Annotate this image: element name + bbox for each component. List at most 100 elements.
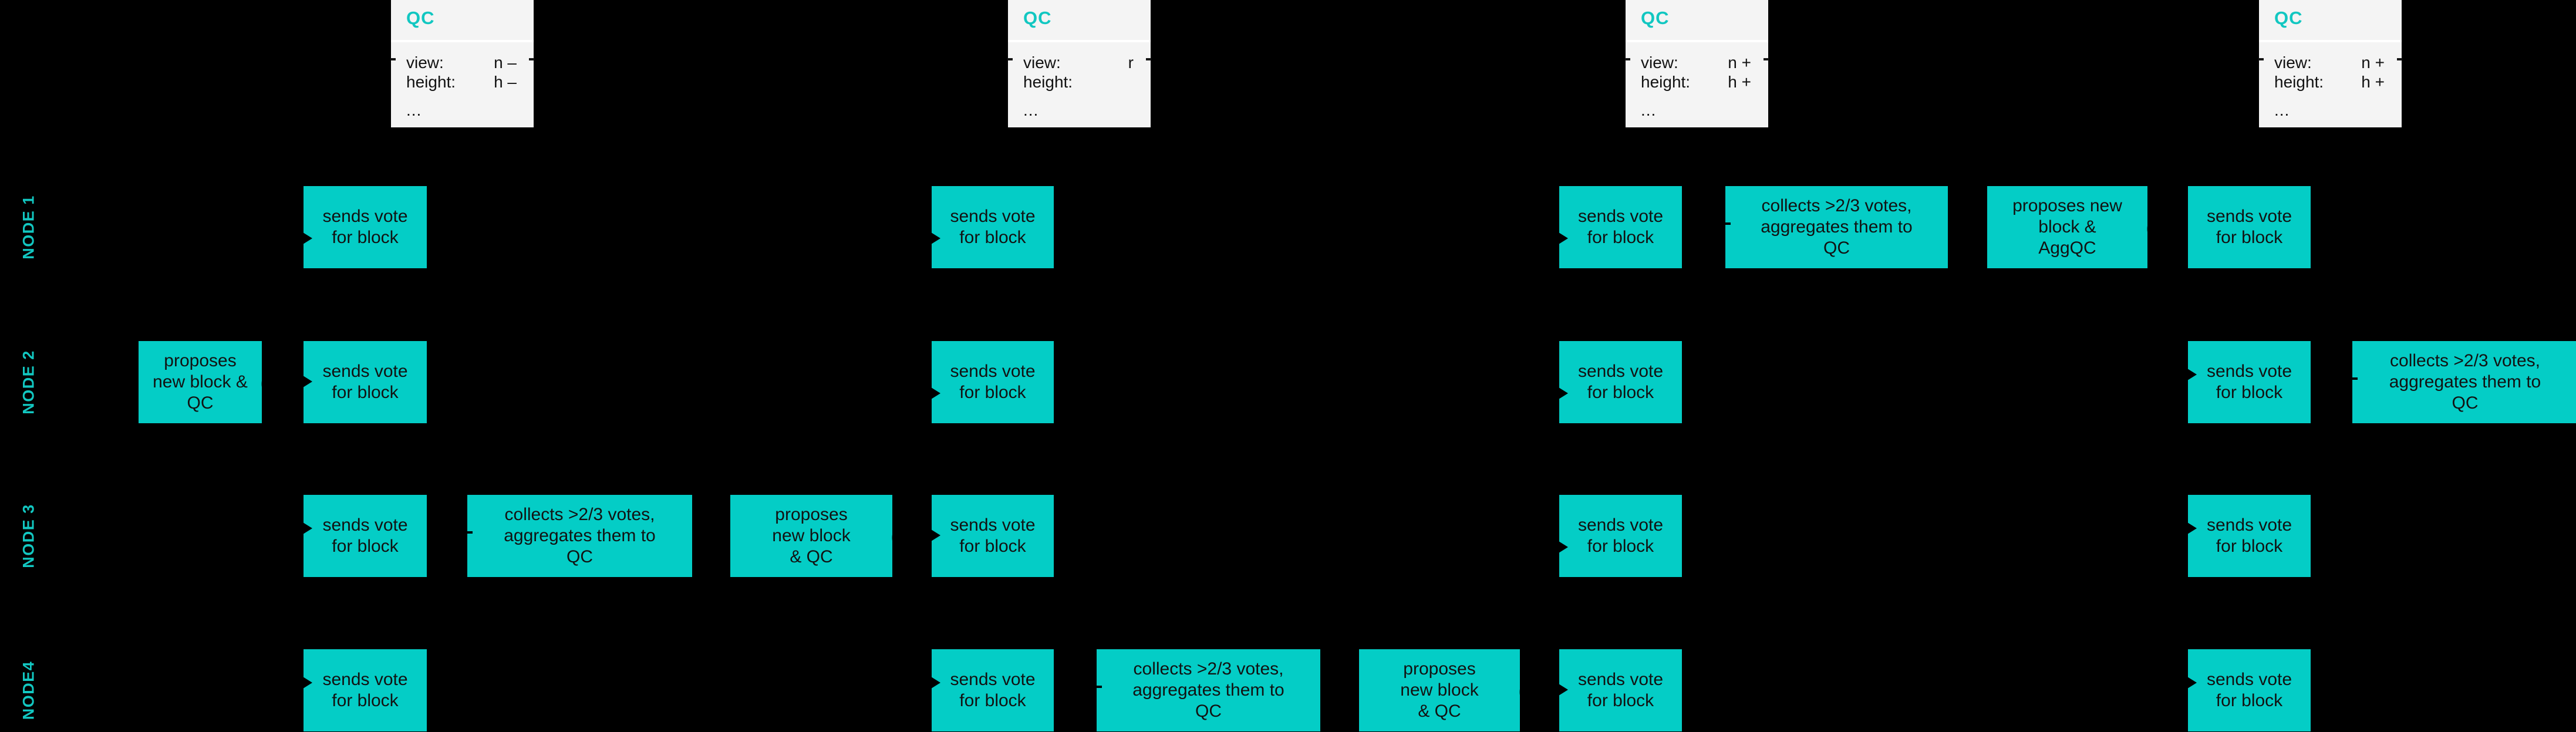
- connector-stub-icon: [390, 58, 396, 60]
- vote-arrowhead-icon: [1554, 538, 1568, 556]
- vote-arrowhead-icon: [926, 230, 940, 247]
- event-box-text-line: collects >2/3 votes,: [504, 505, 655, 524]
- qc-field-value: r: [1128, 53, 1134, 72]
- event-box-text-line: for block: [1587, 383, 1654, 402]
- qc-field-label: view:: [1641, 53, 1678, 72]
- qc-card-divider: [1008, 40, 1151, 42]
- event-box-text-line: aggregates them to: [2389, 372, 2541, 392]
- event-box-text-line: QC: [2452, 393, 2479, 413]
- qc-field-row: view:r: [1023, 53, 1134, 72]
- event-box-text-line: sends vote: [950, 670, 1036, 689]
- qc-field-row: view:n +: [2274, 53, 2385, 72]
- event-box-text-line: sends vote: [1577, 515, 1664, 535]
- event-box-text-line: for block: [959, 537, 1026, 556]
- event-box-text-line: new block: [772, 526, 851, 545]
- event-box-text-line: collects >2/3 votes,: [1133, 659, 1284, 679]
- event-box-text-line: sends vote: [322, 207, 408, 226]
- event-box-text-line: sends vote: [2206, 362, 2292, 381]
- event-box-text-line: QC: [187, 393, 214, 413]
- qc-card-body: view:n –height:h –: [406, 53, 517, 92]
- event-box-text-line: sends vote: [322, 670, 408, 689]
- event-box-text-line: sends vote: [1577, 670, 1664, 689]
- vote-arrowhead-icon: [2183, 520, 2197, 537]
- event-box-text-line: for block: [332, 537, 399, 556]
- node-label: NODE 2: [19, 350, 38, 414]
- qc-field-row: view:n –: [406, 53, 517, 72]
- connector-stub-icon: [2258, 58, 2264, 60]
- event-box-text-line: for block: [1587, 691, 1654, 710]
- qc-card-divider: [1626, 40, 1768, 42]
- event-box-text-line: for block: [332, 383, 399, 402]
- qc-ellipsis: ...: [1641, 101, 1657, 119]
- vote-tick-icon: [1095, 686, 1102, 688]
- connector-stub-icon: [1625, 58, 1630, 60]
- arrow-arc-icon: (: [891, 522, 899, 549]
- event-box-text-line: for block: [2216, 691, 2283, 710]
- qc-card: QC view: n +height:h +...: [1625, 0, 1769, 127]
- event-box-text-line: aggregates them to: [1132, 680, 1284, 700]
- qc-card-body: view:n +height:h +: [2274, 53, 2385, 92]
- event-box-text-line: for block: [2216, 537, 2283, 556]
- event-box-text-line: sends vote: [322, 362, 408, 381]
- qc-card-title: QC: [1023, 8, 1052, 28]
- connector-stub-icon: [529, 58, 534, 60]
- event-box-text-line: sends vote: [950, 362, 1036, 381]
- qc-field-row: view: n +: [1641, 53, 1751, 72]
- qc-field-label: height:: [406, 73, 456, 91]
- vote-arrowhead-icon: [298, 230, 312, 247]
- qc-field-label: view:: [406, 53, 444, 72]
- qc-field-value: n +: [2361, 53, 2385, 72]
- node-label: NODE 3: [19, 504, 38, 568]
- vote-box: sends vote for block: [298, 495, 427, 577]
- vote-arrowhead-icon: [926, 674, 940, 691]
- qc-field-label: height:: [1023, 73, 1073, 91]
- event-box-text-line: for block: [2216, 228, 2283, 247]
- vote-arrowhead-icon: [1554, 384, 1568, 402]
- event-box-text-line: for block: [1587, 228, 1654, 247]
- qc-card-divider: [2259, 40, 2402, 42]
- event-box-text-line: new block: [1400, 680, 1479, 700]
- qc-field-value: n +: [1728, 53, 1751, 72]
- event-box-text-line: AggQC: [2038, 238, 2096, 258]
- event-box-text-line: for block: [959, 383, 1026, 402]
- event-box-text-line: proposes new: [2012, 196, 2122, 215]
- arrow-arc-icon: (: [260, 368, 268, 396]
- event-box-text-line: sends vote: [1577, 362, 1664, 381]
- qc-card-title: QC: [2274, 8, 2303, 28]
- connector-stub-icon: [2397, 58, 2402, 60]
- qc-ellipsis: ...: [1023, 101, 1039, 119]
- vote-box: sends vote for block: [1554, 341, 1682, 423]
- qc-card-title: QC: [1641, 8, 1670, 28]
- event-box-text-line: sends vote: [950, 207, 1036, 226]
- event-box-text-line: & QC: [1418, 701, 1461, 721]
- event-box-text-line: aggregates them to: [504, 526, 656, 545]
- event-box-text-line: collects >2/3 votes,: [2390, 351, 2540, 370]
- event-box-text-line: collects >2/3 votes,: [1761, 196, 1912, 215]
- event-box-text-line: sends vote: [322, 515, 408, 535]
- qc-field-row: height:h +: [2274, 72, 2385, 92]
- qc-card-title: QC: [406, 8, 435, 28]
- qc-field-row: height:h +: [1641, 72, 1751, 92]
- connector-stub-icon: [1764, 58, 1769, 60]
- qc-card-divider: [391, 40, 534, 42]
- event-box-text-line: for block: [2216, 383, 2283, 402]
- vote-arrowhead-icon: [926, 384, 940, 402]
- vote-tick-icon: [2351, 377, 2358, 380]
